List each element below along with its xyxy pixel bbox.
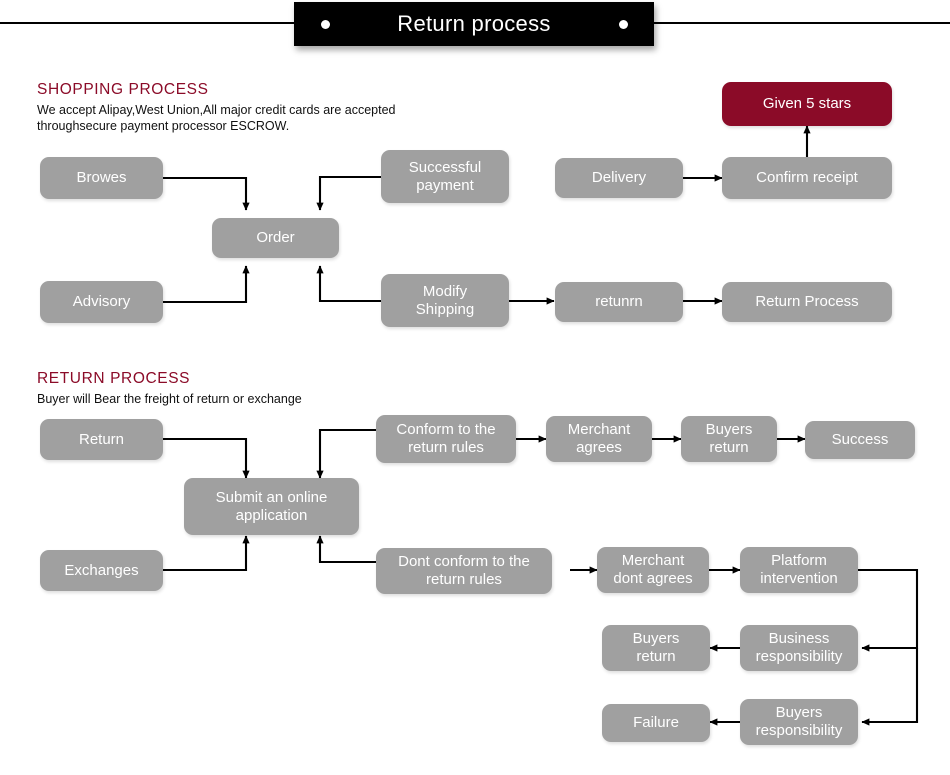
node-buyers-return-top[interactable]: Buyers return <box>681 416 777 462</box>
node-conform-to-return-rules[interactable]: Conform to the return rules <box>376 415 516 463</box>
header-banner: Return process <box>294 2 654 46</box>
node-buyers-return-mid[interactable]: Buyers return <box>602 625 710 671</box>
bullet-dot-icon-right <box>619 20 628 29</box>
page-title: Return process <box>397 11 551 36</box>
node-modify-shipping[interactable]: Modify Shipping <box>381 274 509 327</box>
header-rule-left <box>0 22 296 24</box>
node-merchant-dont-agrees[interactable]: Merchant dont agrees <box>597 547 709 593</box>
section-title-return: RETURN PROCESS <box>37 370 191 387</box>
section-description-return: Buyer will Bear the freight of return or… <box>37 392 302 406</box>
node-submit-online-application[interactable]: Submit an online application <box>184 478 359 535</box>
node-return[interactable]: Return <box>40 419 163 460</box>
node-advisory[interactable]: Advisory <box>40 281 163 323</box>
bullet-dot-icon-left <box>321 20 330 29</box>
node-exchanges[interactable]: Exchanges <box>40 550 163 591</box>
node-given-5-stars[interactable]: Given 5 stars <box>722 82 892 126</box>
section-description-shopping: We accept Alipay,West Union,All major cr… <box>37 103 396 133</box>
node-buyers-responsibility[interactable]: Buyers responsibility <box>740 699 858 745</box>
node-return-process[interactable]: Return Process <box>722 282 892 322</box>
node-business-responsibility[interactable]: Business responsibility <box>740 625 858 671</box>
node-success[interactable]: Success <box>805 421 915 459</box>
node-order[interactable]: Order <box>212 218 339 258</box>
node-failure[interactable]: Failure <box>602 704 710 742</box>
node-browes[interactable]: Browes <box>40 157 163 199</box>
node-delivery[interactable]: Delivery <box>555 158 683 198</box>
node-platform-intervention[interactable]: Platform intervention <box>740 547 858 593</box>
node-confirm-receipt[interactable]: Confirm receipt <box>722 157 892 199</box>
node-retunrn[interactable]: retunrn <box>555 282 683 322</box>
node-dont-conform-to-return-rules[interactable]: Dont conform to the return rules <box>376 548 552 594</box>
section-title-shopping: SHOPPING PROCESS <box>37 81 209 98</box>
header-rule-right <box>652 22 950 24</box>
node-merchant-agrees[interactable]: Merchant agrees <box>546 416 652 462</box>
node-successful-payment[interactable]: Successful payment <box>381 150 509 203</box>
